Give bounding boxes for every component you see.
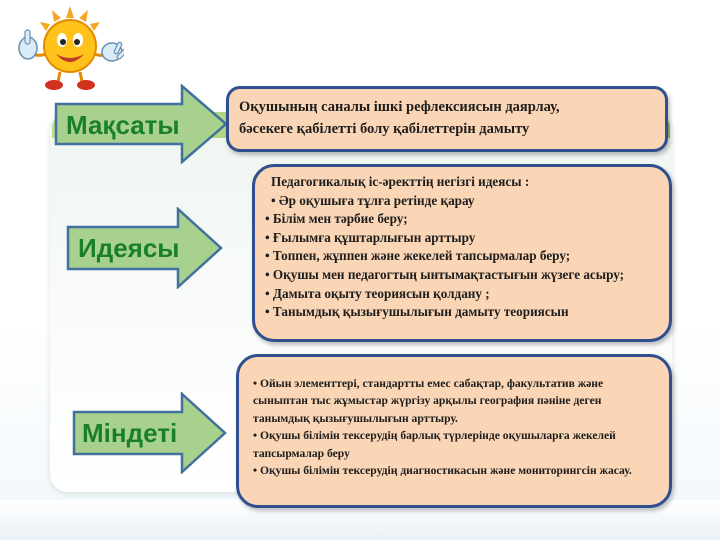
idea-arrow: Идеясы [66, 207, 224, 289]
goal-arrow: Мақсаты [54, 84, 230, 164]
task-label: Міндеті [82, 418, 178, 448]
smiling-sun-thumbs-up-icon [18, 6, 124, 90]
idea-item: • Оқушы мен педагогтың ынтымақтастығын ж… [265, 266, 625, 282]
idea-item: • Ғылымға құштарлығын арттыру [265, 229, 476, 245]
goal-line: бәсекеге қабілетті болу қабілеттерін дам… [239, 121, 530, 137]
idea-label: Идеясы [78, 233, 180, 263]
idea-text-box: Педагогикалық іс-әректтің негізгі идеясы… [252, 164, 672, 342]
goal-label: Мақсаты [66, 110, 180, 140]
task-item: • Ойын элементтері, стандартты емес саба… [253, 377, 604, 425]
idea-item: • Әр оқушыға тұлға ретінде қарау [271, 192, 475, 208]
idea-item: • Танымдық қызығушылығын дамыту теориясы… [265, 304, 569, 320]
task-arrow: Міндеті [72, 392, 228, 474]
task-item: • Оқушы білімін тексерудің барлық түрлер… [253, 429, 616, 460]
idea-item: • Топпен, жұппен және жекелей тапсырмала… [265, 248, 571, 264]
task-text-box: • Ойын элементтері, стандартты емес саба… [236, 354, 672, 508]
goal-line: Оқушының саналы ішкі рефлексиясын даярла… [239, 99, 560, 115]
idea-item: • Білім мен тәрбие беру; [265, 211, 408, 227]
idea-heading: Педагогикалық іс-әректтің негізгі идеясы… [271, 174, 530, 189]
idea-item: • Дамыта оқыту теориясын қолдану ; [265, 285, 490, 301]
task-item: • Оқушы білімін тексерудің диагностикасы… [253, 464, 632, 478]
goal-text-box: Оқушының саналы ішкі рефлексиясын даярла… [226, 86, 668, 152]
